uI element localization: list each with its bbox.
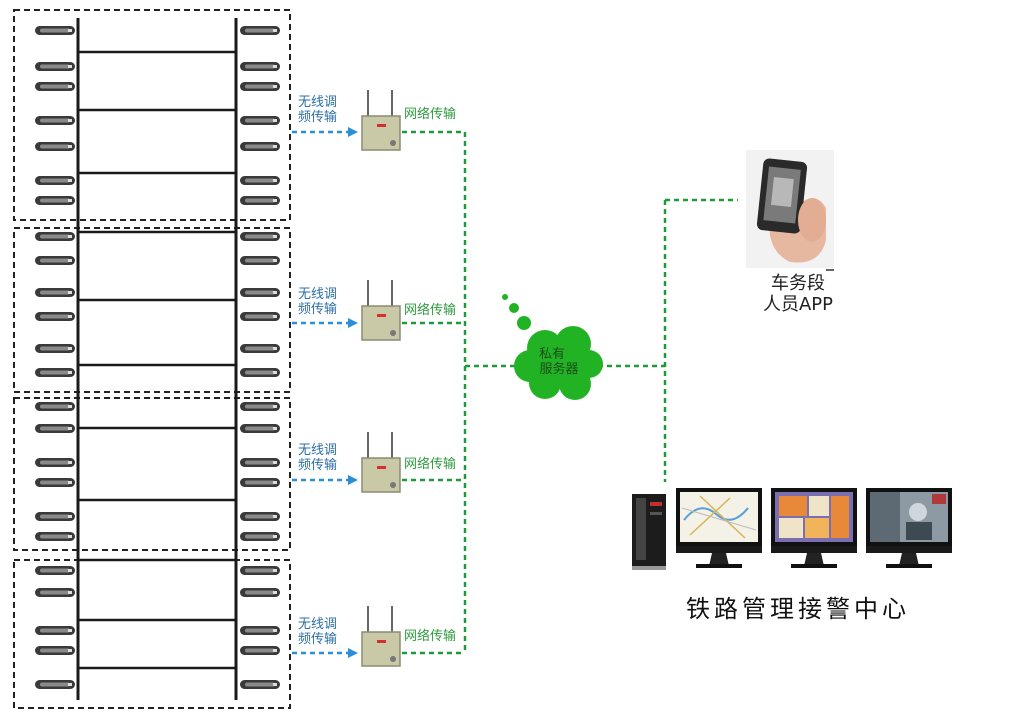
server-label: 私有 服务器: [528, 347, 590, 378]
rack-section-4: [13, 559, 291, 709]
wireless-label-4: 无线调 频传输: [298, 617, 338, 648]
network-links: [402, 130, 738, 655]
alarm-center-label: 铁路管理接警中心: [686, 595, 910, 623]
network-label-1: 网络传输: [404, 107, 457, 122]
wireless-label-4-line2: 频传输: [298, 631, 338, 647]
monitor-floorplan-icon: [771, 488, 857, 568]
network-label-2: 网络传输: [404, 303, 457, 318]
wireless-arrowheads: [348, 127, 358, 658]
rack-section-1: [13, 9, 291, 221]
wireless-label-3: 无线调 频传输: [298, 443, 338, 474]
gateway-device-4: [361, 605, 401, 667]
wireless-label-4-line1: 无线调: [298, 617, 338, 632]
rack-section-3: [13, 397, 291, 551]
wireless-label-2-line1: 无线调: [298, 287, 338, 302]
network-label-3: 网络传输: [404, 457, 457, 472]
network-label-4: 网络传输: [404, 629, 457, 644]
rack-shelves: [78, 50, 236, 670]
monitor-camera-icon: [866, 488, 952, 568]
wireless-label-1-line1: 无线调: [298, 95, 338, 110]
wireless-label-2: 无线调 频传输: [298, 287, 338, 318]
rack-sections: [13, 9, 291, 709]
alarm-center-equipment: [632, 488, 952, 570]
wireless-label-1-line2: 频传输: [298, 109, 338, 125]
wireless-label-3-line2: 频传输: [298, 457, 338, 473]
wireless-links: [292, 130, 348, 655]
wireless-label-2-line2: 频传输: [298, 301, 338, 317]
server-cloud-icon: [502, 294, 603, 400]
gateway-devices: [361, 89, 401, 667]
wireless-label-1: 无线调 频传输: [298, 95, 338, 126]
app-label-line1: 车务段: [771, 273, 825, 294]
sensor-column-right: [240, 26, 280, 689]
monitor-map-icon: [676, 488, 762, 568]
sensor-column-left: [35, 26, 75, 689]
wireless-label-3-line1: 无线调: [298, 443, 338, 458]
server-label-line2: 服务器: [539, 361, 579, 377]
gateway-device-3: [361, 431, 401, 493]
app-label: 车务段 人员APP: [748, 273, 848, 315]
gateway-device-2: [361, 279, 401, 341]
pc-tower-icon: [632, 494, 666, 570]
gateway-device-1: [361, 89, 401, 151]
app-label-line2: 人员APP: [762, 293, 834, 315]
server-label-line1: 私有: [538, 347, 565, 362]
rack-section-2: [13, 227, 291, 393]
phone-app-icon: [746, 150, 834, 271]
